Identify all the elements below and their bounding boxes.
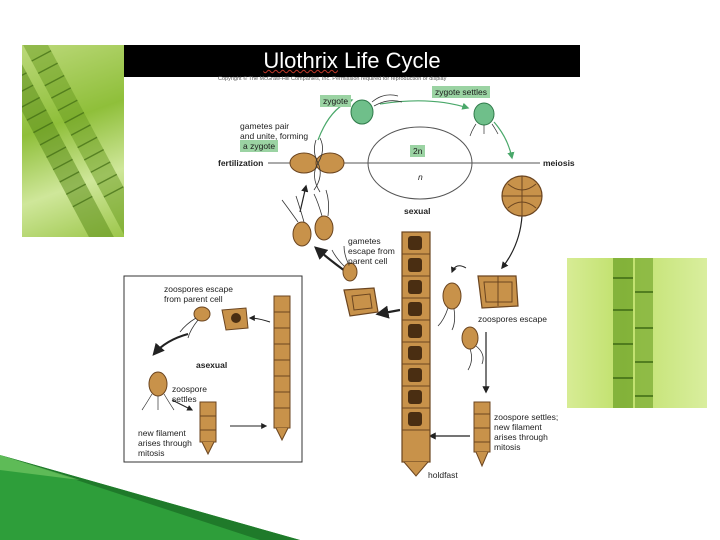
meiosis-zygote [501,175,543,217]
asexual-open-cell [221,307,249,331]
label-zygote: zygote [320,95,352,107]
arrow-asexual-settle-to-filament [171,399,194,411]
settled-zygote-cell [469,102,499,137]
ploidy-ellipse [367,126,473,200]
zoospore-right-1 [437,282,462,331]
asexual-filament [273,295,291,442]
label-fertilization: fertilization [218,158,264,168]
arrow-to-meiosis [493,121,515,160]
opening-parent-cell [343,287,379,317]
label-zoospore-settles-left: zoospore settles [172,384,207,404]
label-holdfast: holdfast [428,470,458,480]
title-rest: Life Cycle [337,48,441,73]
arrow-right-zoospore-release [451,265,467,274]
zygote-cell [350,94,403,125]
fusing-gametes [289,137,345,193]
zoospore-right-2 [461,326,484,371]
algae-photo-right [567,258,707,408]
opening-zygote-right [477,275,519,309]
algae-filament-image-left [22,45,124,237]
arrow-asexual-to-settle [152,333,189,356]
gamete-pair [281,189,334,247]
label-zoospores-escape-right: zoospores escape [478,314,547,324]
label-new-filament-left: new filament arises through mitosis [138,428,192,458]
label-n: n [418,172,423,182]
young-filament-right [473,401,491,468]
algae-photo-left [22,45,124,237]
slide-title: Ulothrix Life Cycle [124,45,580,77]
arrow-meiosis-to-zoospores [501,215,523,270]
label-zoospores-escape-left: zoospores escape from parent cell [164,284,233,304]
label-zygote-settles: zygote settles [432,86,490,98]
algae-filament-image-right [613,258,653,408]
label-sexual: sexual [404,206,431,216]
label-asexual: asexual [196,360,228,370]
label-gametes-pair-zygote: a zygote [240,140,279,152]
arrow-filament-to-gametes [375,305,401,319]
label-2n: 2n [410,145,426,157]
arrow-gametes-pair [299,184,309,213]
escaping-gamete [331,245,358,282]
asexual-settling-zoospore [141,371,175,411]
arrow-asexual-release [248,315,271,323]
label-zoospore-settles-right: zoospore settles; new filament arises th… [494,412,559,452]
label-meiosis: meiosis [543,158,575,168]
asexual-young-filament [199,401,217,456]
asexual-zoospore [179,306,211,339]
asexual-inset-box [123,275,303,463]
title-genus: Ulothrix [263,48,338,73]
label-gametes-escape: gametes escape from parent cell [348,236,395,266]
arrow-zygote-settles [379,100,470,110]
main-filament [401,231,431,477]
copyright-notice: Copyright © The McGraw-Hill Companies, I… [218,76,447,82]
label-gametes-pair: gametes pair and unite, forming [240,121,309,141]
